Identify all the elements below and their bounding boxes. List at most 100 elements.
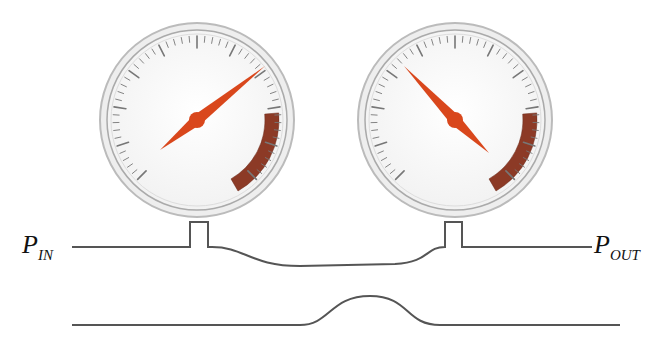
scale-tick <box>375 142 386 146</box>
scale-tick <box>274 129 280 131</box>
scale-tick <box>397 59 401 63</box>
scale-tick <box>387 71 397 78</box>
scale-tick <box>447 36 449 42</box>
scale-tick <box>269 151 275 153</box>
danger-zone <box>489 113 537 191</box>
scale-tick <box>379 84 384 87</box>
pressure-gauge <box>358 23 552 217</box>
scale-tick <box>531 99 537 100</box>
scale-tick <box>257 170 262 174</box>
scale-tick <box>189 36 191 42</box>
scale-tick <box>454 36 456 48</box>
scale-tick <box>432 39 434 45</box>
scale-tick <box>515 170 520 174</box>
scale-tick <box>152 49 155 54</box>
scale-tick <box>383 77 388 80</box>
scale-tick <box>250 59 254 63</box>
scale-tick <box>527 151 533 153</box>
pressure-label: POUT <box>592 232 642 258</box>
scale-tick <box>134 64 139 68</box>
scale-tick <box>381 158 386 161</box>
scale-tick <box>123 158 128 161</box>
scale-tick <box>390 170 395 174</box>
pressure-gauge <box>100 23 294 217</box>
gauge-needle <box>160 66 265 150</box>
scale-tick <box>526 84 531 87</box>
scale-tick <box>371 122 377 123</box>
pressure-symbol: P <box>594 230 610 259</box>
scale-tick <box>204 36 206 42</box>
scale-tick <box>113 122 119 123</box>
scale-tick <box>497 49 500 54</box>
scale-tick <box>265 142 276 146</box>
scale-tick <box>181 37 182 43</box>
scale-tick <box>239 49 242 54</box>
scale-tick <box>268 107 280 109</box>
pressure-symbol: P <box>22 230 38 259</box>
scale-tick <box>125 77 130 80</box>
scale-tick <box>114 107 126 109</box>
venturi-pipe <box>72 222 620 325</box>
scale-tick <box>376 92 382 94</box>
scale-tick <box>139 59 143 63</box>
scale-tick <box>219 39 221 45</box>
scale-tick <box>506 171 514 179</box>
scale-tick <box>118 92 124 94</box>
scale-tick <box>520 164 525 167</box>
scale-tick <box>503 54 507 59</box>
pressure-subscript: OUT <box>610 247 640 263</box>
scale-tick <box>129 71 139 78</box>
scale-tick <box>372 107 384 109</box>
scale-tick <box>439 37 440 43</box>
scale-tick <box>526 107 538 109</box>
scale-tick <box>138 171 146 179</box>
scale-tick <box>196 36 198 48</box>
scale-tick <box>268 84 273 87</box>
scale-tick <box>230 45 235 56</box>
scale-tick <box>523 142 534 146</box>
pressure-label: PIN <box>20 232 55 258</box>
scale-tick <box>533 122 539 123</box>
scale-tick <box>386 164 391 167</box>
scale-tick <box>114 129 120 131</box>
scale-tick <box>424 42 426 48</box>
scale-tick <box>264 77 269 80</box>
scale-tick <box>477 39 479 45</box>
scale-tick <box>256 64 261 68</box>
scale-tick <box>378 151 384 153</box>
scale-tick <box>116 99 122 100</box>
scale-tick <box>113 114 119 115</box>
scale-tick <box>404 54 408 59</box>
scale-tick <box>371 114 377 115</box>
scale-tick <box>533 114 539 115</box>
scale-tick <box>226 42 228 48</box>
scale-tick <box>523 158 528 161</box>
scale-tick <box>121 84 126 87</box>
danger-zone <box>231 113 279 191</box>
scale-tick <box>514 64 519 68</box>
scale-tick <box>522 77 527 80</box>
scale-tick <box>174 39 176 45</box>
scale-tick <box>212 37 213 43</box>
scale-tick <box>262 164 267 167</box>
scale-tick <box>120 151 126 153</box>
scale-tick <box>255 71 265 78</box>
scale-tick <box>462 36 464 42</box>
scale-tick <box>159 45 164 56</box>
scale-tick <box>392 64 397 68</box>
scale-tick <box>117 142 128 146</box>
pressure-subscript: IN <box>38 247 53 263</box>
scale-tick <box>115 137 121 138</box>
scale-tick <box>417 45 422 56</box>
gauge-needle <box>404 66 489 153</box>
scale-tick <box>532 129 538 131</box>
scale-tick <box>372 129 378 131</box>
scale-tick <box>275 114 281 115</box>
scale-tick <box>528 92 534 94</box>
scale-tick <box>508 59 512 63</box>
scale-tick <box>128 164 133 167</box>
scale-tick <box>374 99 380 100</box>
scale-tick <box>273 137 279 138</box>
scale-tick <box>531 137 537 138</box>
